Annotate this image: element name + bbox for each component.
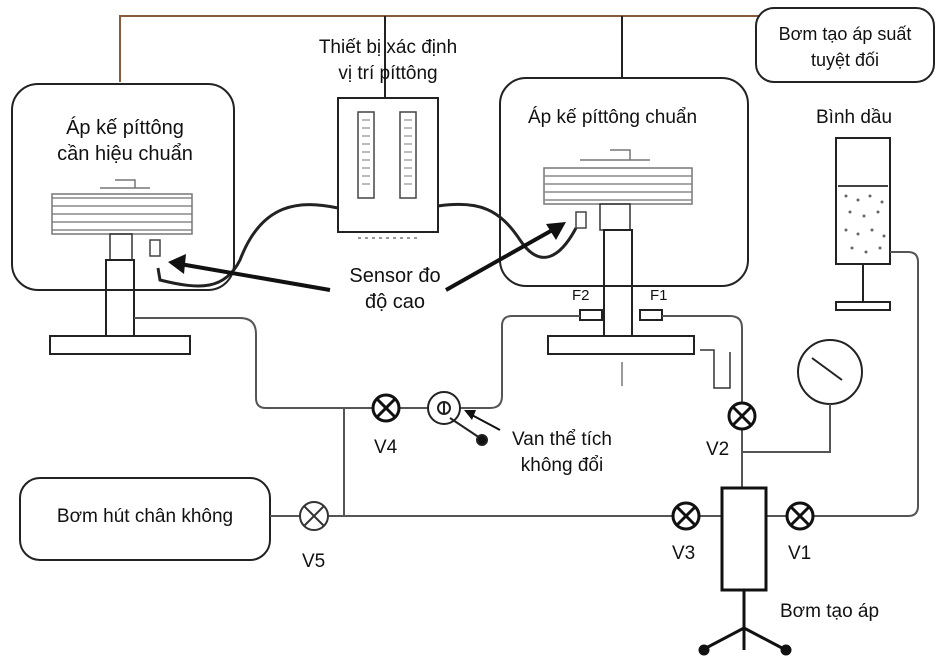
piston-to-calibrate-label-1: Áp kế píttông <box>66 117 184 139</box>
piston-to-calibrate-label-2: cần hiệu chuẩn <box>57 143 193 165</box>
pressure-pump-label: Bơm tạo áp <box>780 601 880 622</box>
f1-label: F1 <box>650 287 668 304</box>
pressure-gauge <box>742 339 863 453</box>
valve-v3-label: V3 <box>672 543 696 564</box>
valve-v5[interactable] <box>299 501 329 531</box>
constant-volume-valve-label-2: không đổi <box>520 455 604 476</box>
left-piston-gauge <box>49 179 193 355</box>
reference-piston-gauge <box>543 149 731 389</box>
valve-v3[interactable] <box>671 501 701 531</box>
pipes <box>134 251 919 517</box>
vacuum-pump-box <box>19 477 271 561</box>
position-device-label-2: vị trí píttông <box>338 63 438 84</box>
valve-v4[interactable] <box>371 393 401 423</box>
valve-v2[interactable] <box>727 401 757 431</box>
valve-v1-label: V1 <box>788 543 812 564</box>
absolute-pump-label-1: Bơm tạo áp suất <box>778 24 912 44</box>
absolute-pump-box <box>755 7 935 83</box>
reference-piston-label: Áp kế píttông chuẩn <box>528 107 698 128</box>
f1-sensor <box>639 309 663 321</box>
valve-v1[interactable] <box>785 501 815 531</box>
constant-volume-valve <box>427 391 488 446</box>
vacuum-pump-label: Bơm hút chân không <box>56 506 234 527</box>
absolute-pump-label-2: tuyệt đối <box>810 50 880 70</box>
position-device-label-1: Thiết bị xác định <box>318 37 458 58</box>
pressure-pump <box>698 486 792 656</box>
oil-tank <box>835 137 891 311</box>
height-sensor-label-2: độ cao <box>364 291 426 313</box>
valve-v5-label: V5 <box>302 551 326 572</box>
position-device <box>337 97 439 239</box>
f2-sensor <box>579 309 603 321</box>
valve-v2-label: V2 <box>706 439 730 460</box>
oil-tank-label: Bình dầu <box>816 107 893 128</box>
valve-v4-label: V4 <box>374 437 398 458</box>
wire-left-brown <box>119 15 760 82</box>
piston-to-calibrate-box <box>11 83 235 291</box>
height-sensor-label-1: Sensor đo <box>349 265 441 287</box>
reference-piston-box <box>499 77 749 287</box>
sensor-arrows <box>168 222 566 431</box>
sensor-cables <box>156 202 578 288</box>
constant-volume-valve-label-1: Van thể tích <box>512 429 612 450</box>
signal-wires <box>119 15 760 98</box>
f2-label: F2 <box>572 287 590 304</box>
